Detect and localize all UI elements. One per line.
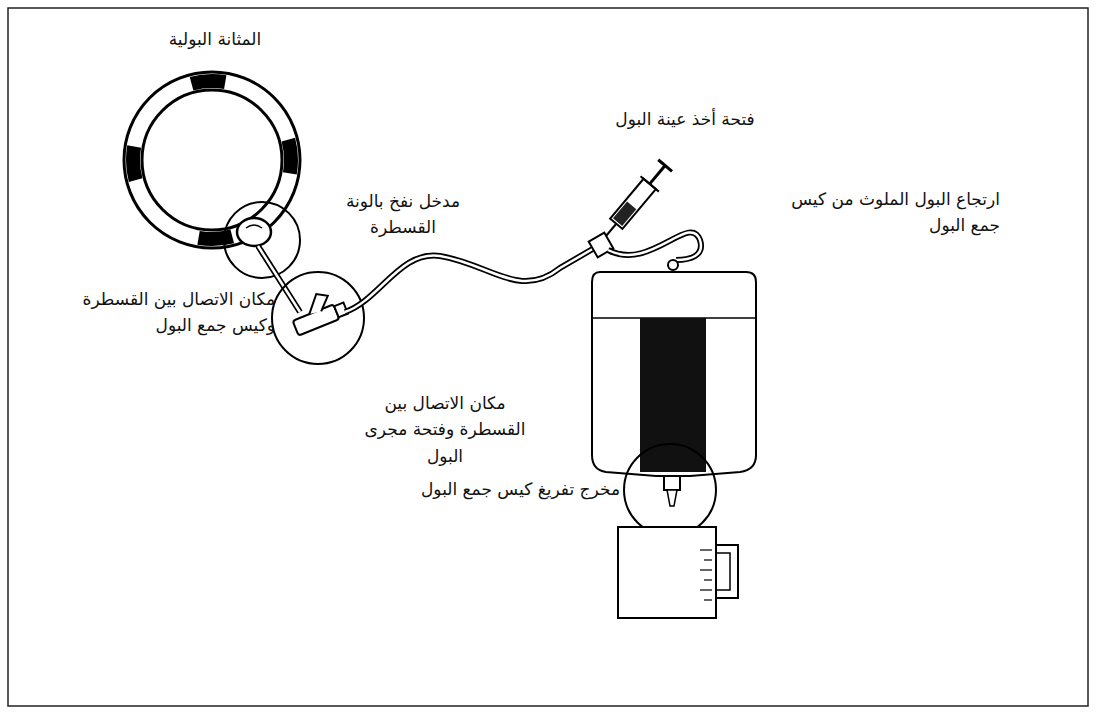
callout-label: ارتجاع البول الملوث من كيس جمع البول xyxy=(770,186,1000,239)
callout-label: مخرج تفريغ كيس جمع البول xyxy=(330,476,620,502)
callout-label: مكان الاتصال بين القسطرة وكيس جمع البول xyxy=(60,286,275,339)
callout-label: مكان الاتصال بين القسطرة وفتحة مجرى البو… xyxy=(350,390,540,469)
callout-label: مدخل نفخ بالونة القسطرة xyxy=(338,188,468,241)
callout-label: المثانة البولية xyxy=(130,26,300,52)
callout-label: فتحة أخذ عينة البول xyxy=(590,106,780,132)
